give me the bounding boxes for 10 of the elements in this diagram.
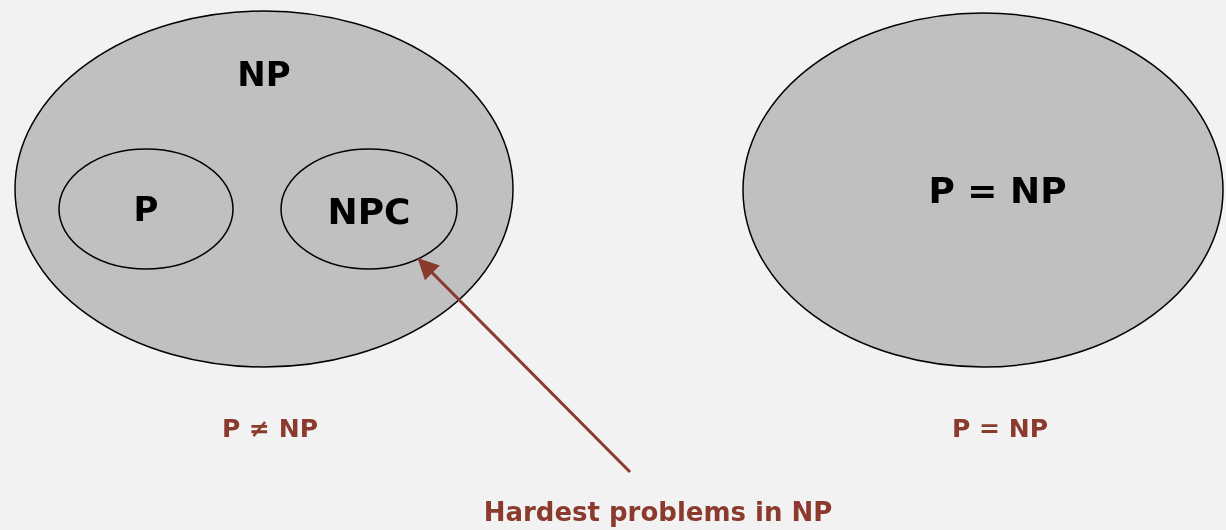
set-label: NPC — [327, 190, 411, 232]
caption-text: P ≠ NP — [222, 413, 318, 443]
set-ellipse — [58, 148, 234, 270]
arrow — [417, 257, 632, 474]
annotation-text: Hardest problems in NP — [483, 497, 833, 527]
set-ellipse — [280, 148, 458, 270]
set-label: NP — [237, 54, 291, 95]
set-label: P = NP — [928, 169, 1067, 211]
caption-text: P = NP — [952, 413, 1048, 443]
set-label: P — [133, 189, 159, 229]
